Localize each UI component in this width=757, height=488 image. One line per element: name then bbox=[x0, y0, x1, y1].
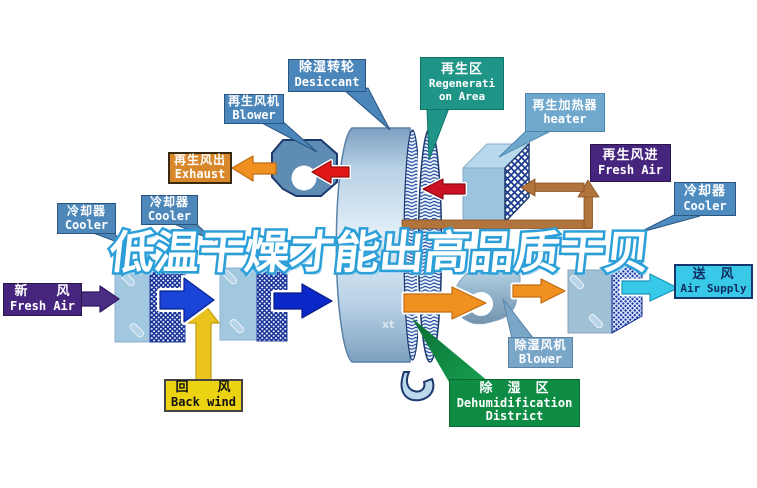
air-supply-arrow bbox=[621, 273, 679, 302]
watermark-text: 低温干燥才能出高品质干贝 bbox=[106, 226, 653, 279]
label-cooler-right: 冷却器 Cooler bbox=[674, 182, 736, 216]
heater-box bbox=[461, 142, 531, 224]
label-cooler-left: 冷却器 Cooler bbox=[57, 203, 116, 234]
cooler-unit-final bbox=[567, 260, 643, 334]
label-dehumidification-district: 除 湿 区 Dehumidification District bbox=[449, 379, 580, 427]
label-exhaust: 再生风出 Exhaust bbox=[168, 152, 232, 184]
heater-to-wheel-arrow bbox=[422, 178, 466, 200]
regen-blower-inlet bbox=[291, 165, 317, 191]
label-desiccant-zh: 除湿转轮 bbox=[298, 60, 355, 76]
label-regen-blower: 再生风机 Blower bbox=[224, 94, 284, 124]
process-arrow-2 bbox=[273, 283, 333, 319]
label-heater: 再生加热器 heater bbox=[525, 93, 605, 132]
blower-out-arrow bbox=[512, 278, 566, 304]
label-regen-fresh-air: 再生风进 Fresh Air bbox=[590, 144, 671, 182]
label-cooler-mid: 冷却器 Cooler bbox=[141, 195, 198, 225]
label-desiccant-en: Desiccant bbox=[294, 75, 360, 90]
back-wind-arrow bbox=[187, 302, 220, 381]
label-fresh-air: 新 风 Fresh Air bbox=[3, 283, 82, 316]
regen-air-pipe bbox=[401, 178, 600, 229]
wheel-rotation-mark bbox=[400, 371, 435, 402]
label-desiccant: 除湿转轮 Desiccant bbox=[288, 59, 366, 92]
label-air-supply: 送 风 Air Supply bbox=[674, 264, 753, 299]
wheel-watermark-remnant: xt bbox=[382, 318, 394, 331]
wheel-out-arrow bbox=[403, 286, 487, 320]
fresh-air-arrow bbox=[78, 285, 120, 313]
process-arrow-1 bbox=[159, 277, 215, 323]
label-back-wind: 回 风 Back wind bbox=[164, 379, 243, 412]
exhaust-arrow bbox=[231, 155, 277, 182]
regen-exit-arrow bbox=[311, 160, 350, 184]
label-regeneration-area: 再生区 Regenerati on Area bbox=[420, 57, 504, 110]
label-dehumid-blower: 除湿风机 Blower bbox=[508, 337, 573, 368]
